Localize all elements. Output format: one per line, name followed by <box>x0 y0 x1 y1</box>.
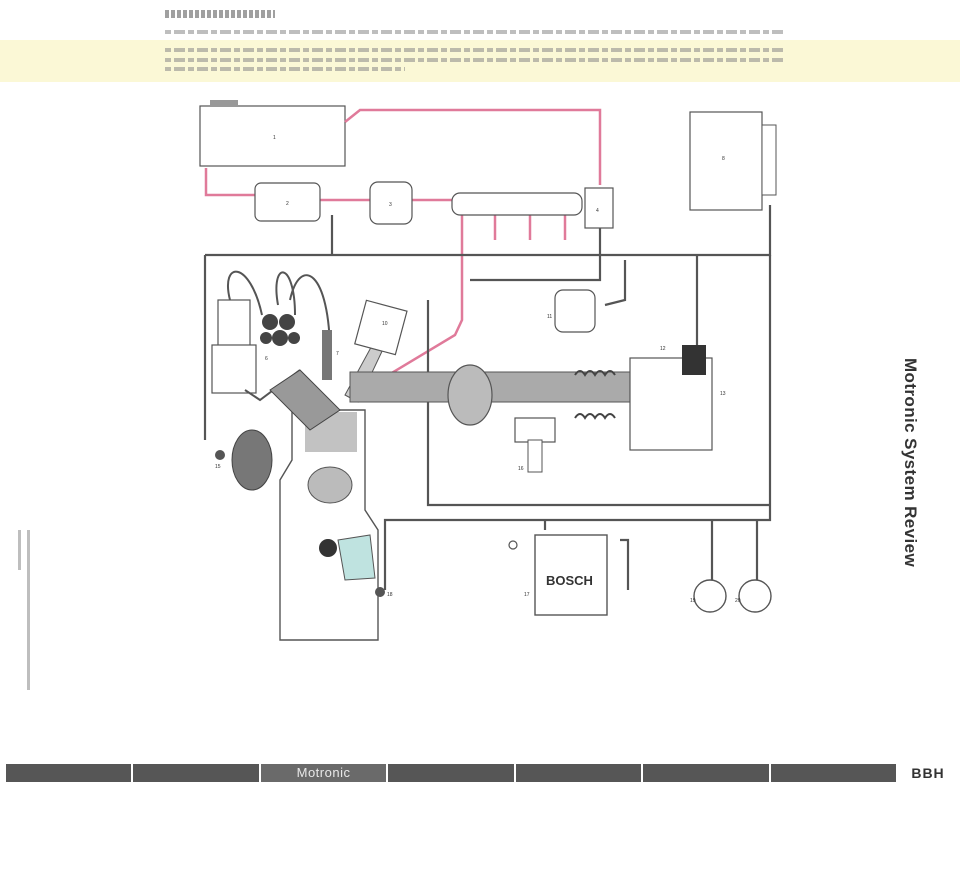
distributor-cap <box>260 314 300 346</box>
caption-line <box>165 67 405 71</box>
label-7: 7 <box>336 351 339 357</box>
footer-tab-6[interactable] <box>643 764 769 782</box>
harness-inner <box>426 300 770 507</box>
fuel-return-line <box>344 108 602 185</box>
footer-tab-motronic[interactable]: Motronic <box>260 764 387 782</box>
cold-start-valve <box>354 299 408 356</box>
flywheel-window <box>337 534 376 581</box>
footer-tab-5[interactable] <box>515 764 642 782</box>
engine-block <box>279 409 379 641</box>
fuel-filter <box>369 181 413 225</box>
wiring-harness <box>203 205 772 590</box>
throttle-valve-switch <box>554 289 596 333</box>
label-20: 20 <box>735 598 741 604</box>
connecting-rod <box>307 466 353 504</box>
footer-tab-1[interactable] <box>6 764 132 782</box>
label-18: 18 <box>387 592 393 598</box>
control-unit-connector <box>761 124 777 196</box>
control-unit <box>689 111 763 211</box>
side-title-text: Motronic System Review <box>901 358 920 568</box>
air-flow-sensor-connector <box>682 345 706 375</box>
label-17: 17 <box>524 592 530 598</box>
caption-line <box>165 30 785 34</box>
brand-logo: BBH <box>903 764 953 782</box>
label-4: 4 <box>596 208 599 214</box>
idle-actuator <box>514 417 556 443</box>
label-12: 12 <box>660 346 666 352</box>
label-19: 19 <box>690 598 696 604</box>
crankshaft <box>319 539 337 557</box>
label-11: 11 <box>547 314 552 320</box>
footer-tab-4[interactable] <box>388 764 514 782</box>
relay-1 <box>693 579 727 613</box>
speed-sensor <box>215 450 225 460</box>
caption-line <box>165 58 785 62</box>
fuel-line-tank-pump <box>204 168 255 197</box>
reference-mark-sensor <box>375 587 385 597</box>
fuel-tank-cap <box>210 100 238 106</box>
label-10: 10 <box>382 321 388 327</box>
label-6: 6 <box>265 356 268 362</box>
caption-line <box>165 48 785 52</box>
cylinder-head <box>269 369 341 431</box>
brand-logo-text: BBH <box>911 765 945 781</box>
footer-tab-2[interactable] <box>133 764 259 782</box>
camshaft-gear <box>231 429 273 491</box>
intake-hoses <box>574 370 616 420</box>
label-3: 3 <box>389 202 392 208</box>
footer-tabs: Motronic <box>6 764 896 782</box>
pressure-regulator <box>584 187 614 229</box>
battery <box>534 534 608 616</box>
caption-title <box>165 10 275 18</box>
motronic-system-diagram: 1 8 2 3 4 <box>199 100 777 641</box>
fuel-rail <box>451 192 583 216</box>
label-1: 1 <box>273 135 276 141</box>
idle-actuator-body <box>527 439 543 473</box>
label-2: 2 <box>286 201 289 207</box>
label-16: 16 <box>518 466 524 472</box>
footer-tab-7[interactable] <box>770 764 896 782</box>
label-15: 15 <box>215 464 221 470</box>
throttle-body <box>447 364 493 426</box>
spark-plug <box>322 330 332 380</box>
label-8: 8 <box>722 156 725 162</box>
label-13: 13 <box>720 391 726 397</box>
ignition-coil-base <box>211 344 257 394</box>
harness-bottom <box>383 255 772 590</box>
left-note <box>18 530 48 880</box>
relay-2 <box>738 579 772 613</box>
electric-fuel-pump <box>254 182 321 222</box>
battery-terminal <box>508 540 518 550</box>
fuel-tank <box>199 105 346 167</box>
battery-brand: BOSCH <box>546 573 593 588</box>
